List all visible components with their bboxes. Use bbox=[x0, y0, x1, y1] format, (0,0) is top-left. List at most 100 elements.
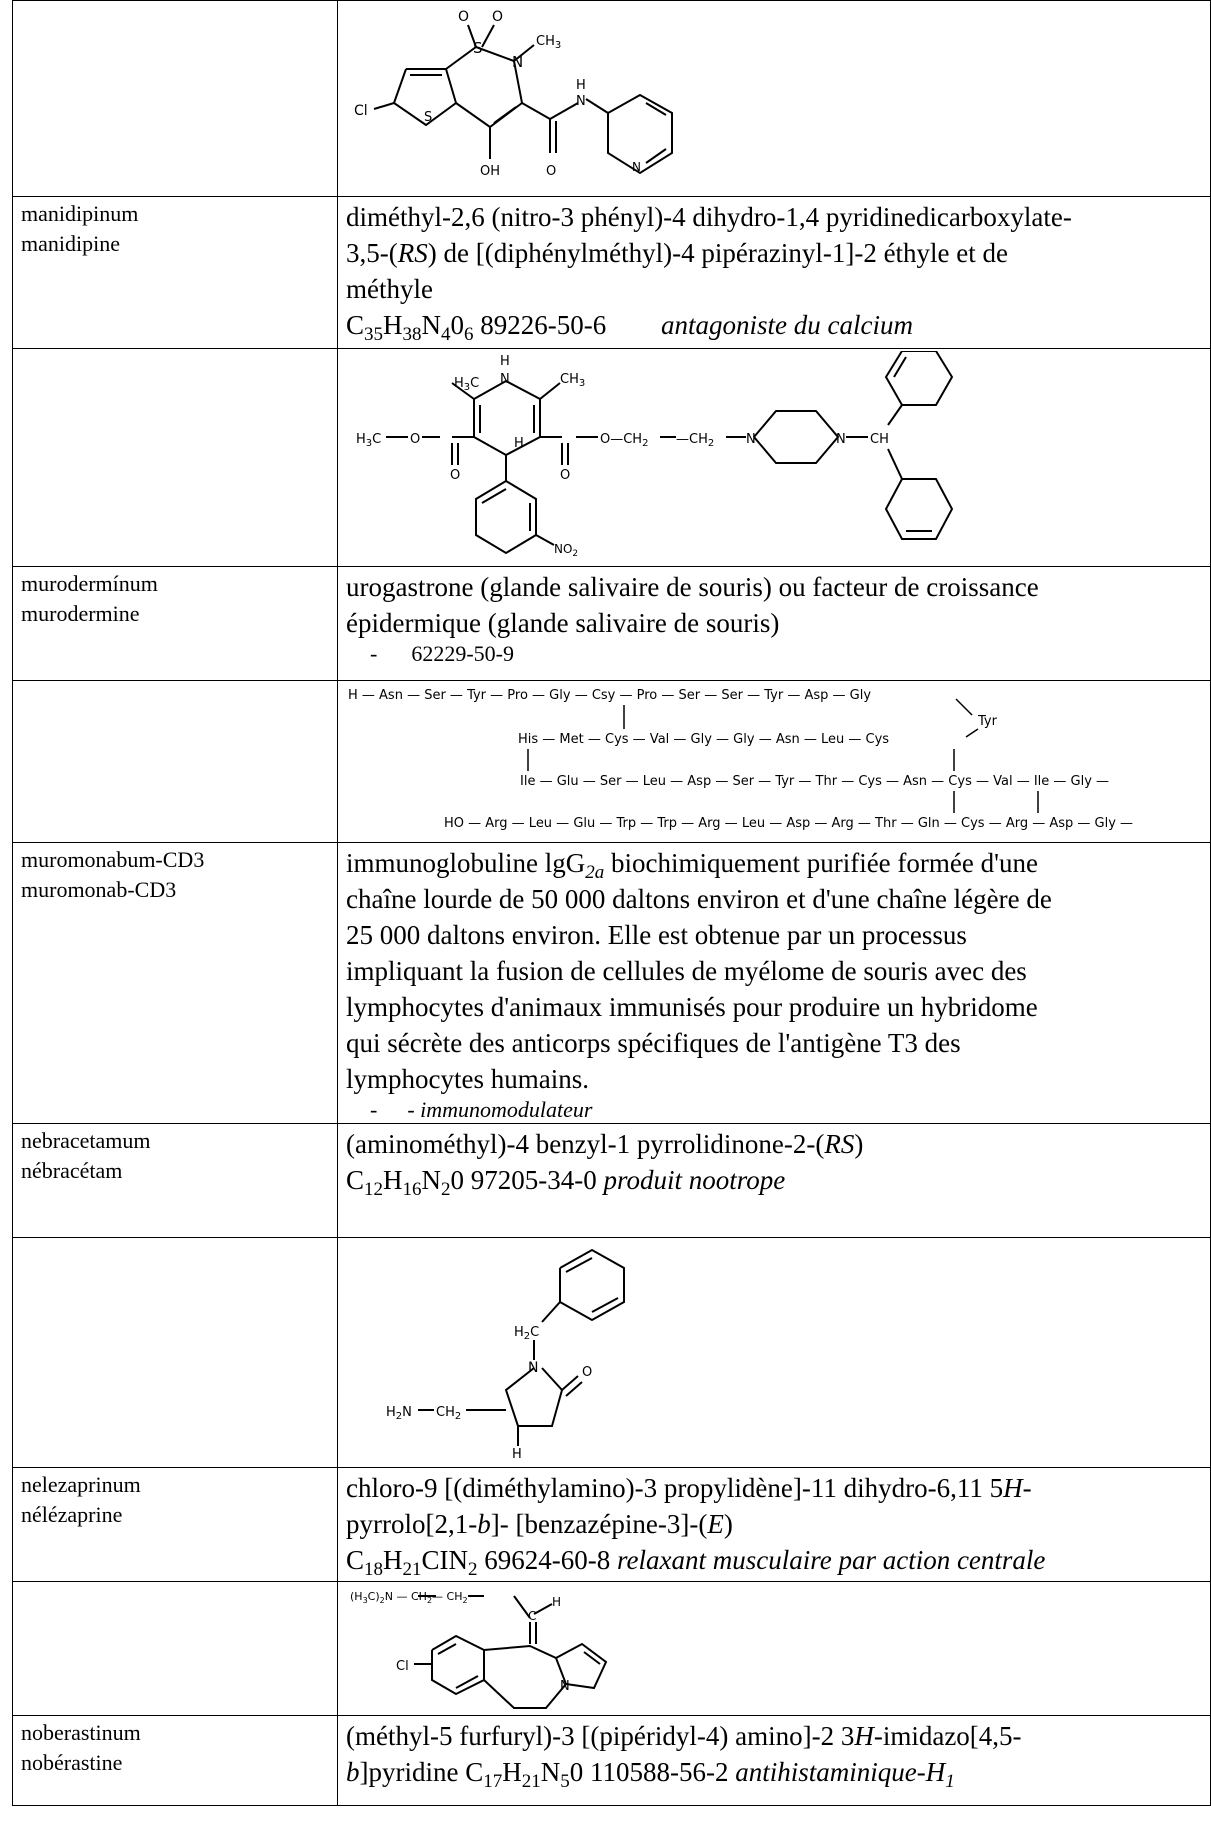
dimethylamino-label: (H3C)2N — CH2— CH2 bbox=[350, 1590, 468, 1605]
description-cell: immunoglobuline lgG2a biochimiquement pu… bbox=[337, 842, 1211, 1124]
latin-name: noberastinum bbox=[21, 1720, 141, 1745]
empty-name-cell bbox=[12, 0, 338, 197]
description-cell: urogastrone (glande salivaire de souris)… bbox=[337, 566, 1211, 681]
description-cell: chloro-9 [(diméthylamino)-3 propylidène]… bbox=[337, 1467, 1211, 1582]
methyl-label: H3C bbox=[454, 376, 479, 393]
chemical-name-line: méthyle bbox=[346, 274, 433, 304]
carbon-label: C bbox=[528, 1609, 536, 1623]
sequence-line: HO — Arg — Leu — Glu — Trp — Trp — Arg —… bbox=[444, 816, 1133, 831]
table-row: muromonabum-CD3 muromonab-CD3 immunoglob… bbox=[12, 842, 1211, 1124]
table-row: H3C H N CH3 H3C O O H O O—CH2 —CH2 N N C… bbox=[12, 348, 1211, 567]
hydrogen-label: H bbox=[576, 78, 586, 93]
chemical-name-line: b]pyridine C17H21N50 110588-56-2 antihis… bbox=[346, 1757, 955, 1792]
monograph-table: O O S N CH3 Cl S O H O H N N manidipinum … bbox=[12, 0, 1211, 1806]
activity-label: antagoniste du calcium bbox=[661, 310, 913, 340]
description-line: 25 000 daltons environ. Elle est obtenue… bbox=[346, 920, 967, 950]
chemical-structure-image: H2C N O H2N CH2 H bbox=[386, 1248, 625, 1460]
sequence-line: Ile — Glu — Ser — Leu — Asp — Ser — Tyr … bbox=[520, 774, 1109, 789]
table-row: nelezaprinum nélézaprine chloro-9 [(dimé… bbox=[12, 1467, 1211, 1582]
table-row: H — Asn — Ser — Tyr — Pro — Gly — Csy — … bbox=[12, 680, 1211, 843]
oxygen-label: O bbox=[450, 468, 460, 483]
table-row: nebracetamum nébracétam (aminométhyl)-4 … bbox=[12, 1123, 1211, 1238]
latin-name: nelezaprinum bbox=[21, 1472, 141, 1497]
hydrogen-label: H bbox=[514, 436, 524, 451]
activity-label: relaxant musculaire par action centrale bbox=[617, 1545, 1046, 1575]
hydrogen-label: H bbox=[552, 1595, 561, 1609]
nitrogen-label: N bbox=[576, 94, 586, 109]
chemical-structure-image: (H3C)2N — CH2— CH2 C H Cl N bbox=[350, 1590, 608, 1709]
table-row: (H3C)2N — CH2— CH2 C H Cl N bbox=[12, 1581, 1211, 1716]
french-name: muromonab-CD3 bbox=[21, 877, 177, 902]
sequence-line: His — Met — Cys — Val — Gly — Gly — Asn … bbox=[518, 732, 889, 747]
latin-name: nebracetamum bbox=[21, 1128, 151, 1153]
nitro-label: NO2 bbox=[554, 542, 578, 559]
methyl-label: H3C bbox=[356, 432, 381, 449]
cas-number: 89226-50-6 bbox=[480, 310, 607, 340]
table-row: noberastinum nobérastine (méthyl-5 furfu… bbox=[12, 1715, 1211, 1806]
description-cell: (aminométhyl)-4 benzyl-1 pyrrolidinone-2… bbox=[337, 1123, 1211, 1238]
nitrogen-label: N bbox=[746, 432, 756, 447]
description-line: immunoglobuline lgG2a biochimiquement pu… bbox=[346, 848, 1038, 883]
nitrogen-label: N bbox=[560, 1679, 570, 1694]
name-cell: nebracetamum nébracétam bbox=[12, 1123, 338, 1238]
french-name: murodermine bbox=[21, 601, 140, 626]
chemical-name-line: chloro-9 [(diméthylamino)-3 propylidène]… bbox=[346, 1473, 1032, 1503]
chemical-name-line: (méthyl-5 furfuryl)-3 [(pipéridyl-4) ami… bbox=[346, 1721, 1022, 1751]
description-cell: diméthyl-2,6 (nitro-3 phényl)-4 dihydro-… bbox=[337, 196, 1211, 349]
name-cell: muromonabum-CD3 muromonab-CD3 bbox=[12, 842, 338, 1124]
chemical-structure-image: O O S N CH3 Cl S OH O H N N bbox=[354, 9, 673, 179]
sulfur-label: S bbox=[473, 39, 483, 57]
latin-name: muromonabum-CD3 bbox=[21, 847, 205, 872]
chemical-name-line: pyrrolo[2,1-b]- [benzazépine-3]-(E) bbox=[346, 1509, 733, 1539]
empty-name-cell bbox=[12, 680, 338, 843]
empty-name-cell bbox=[12, 1237, 338, 1468]
french-name: manidipine bbox=[21, 231, 120, 256]
amine-label: H2N bbox=[386, 1405, 412, 1422]
cas-number: 69624-60-8 bbox=[484, 1545, 611, 1575]
sequence-residue: Tyr bbox=[977, 714, 998, 729]
methylene-label: H2C bbox=[514, 1325, 539, 1342]
nitrogen-label: N bbox=[528, 1360, 538, 1376]
activity-label: antihistaminique-H bbox=[735, 1757, 946, 1787]
ethylene-label: O—CH2 bbox=[600, 432, 648, 449]
chemical-name-line: 3,5-(RS) de [(diphénylméthyl)-4 pipérazi… bbox=[346, 238, 1009, 268]
nitrogen-label: N bbox=[500, 372, 510, 387]
activity-label: produit nootrope bbox=[603, 1165, 786, 1195]
chemical-name-line: (aminométhyl)-4 benzyl-1 pyrrolidinone-2… bbox=[346, 1129, 864, 1159]
oxygen-label: O bbox=[458, 9, 469, 25]
table-row: O O S N CH3 Cl S OH O H N N bbox=[12, 0, 1211, 197]
french-name: nébracétam bbox=[21, 1158, 123, 1183]
chlorine-label: Cl bbox=[354, 103, 368, 119]
empty-name-cell bbox=[12, 1581, 338, 1716]
structure-cell: (H3C)2N — CH2— CH2 C H Cl N bbox=[337, 1581, 1211, 1716]
nitrogen-label: N bbox=[512, 53, 523, 71]
french-name: nélézaprine bbox=[21, 1502, 123, 1527]
sequence-line: H — Asn — Ser — Tyr — Pro — Gly — Csy — … bbox=[348, 688, 871, 703]
chlorine-label: Cl bbox=[396, 1659, 409, 1674]
structure-cell: H3C H N CH3 H3C O O H O O—CH2 —CH2 N N C… bbox=[337, 348, 1211, 567]
description-line: lymphocytes d'animaux immunisés pour pro… bbox=[346, 992, 1038, 1022]
nitrogen-label: N bbox=[836, 432, 846, 447]
description-line: impliquant la fusion de cellules de myél… bbox=[346, 956, 1027, 986]
cas-line: -62229-50-9 bbox=[370, 641, 514, 666]
ethylene-label: —CH2 bbox=[676, 432, 714, 449]
name-cell: nelezaprinum nélézaprine bbox=[12, 1467, 338, 1582]
table-row: manidipinum manidipine diméthyl-2,6 (nit… bbox=[12, 196, 1211, 349]
description-line: qui sécrète des anticorps spécifiques de… bbox=[346, 1028, 961, 1058]
cas-number: 62229-50-9 bbox=[411, 641, 514, 666]
description-cell: (méthyl-5 furfuryl)-3 [(pipéridyl-4) ami… bbox=[337, 1715, 1211, 1806]
structure-cell: H — Asn — Ser — Tyr — Pro — Gly — Csy — … bbox=[337, 680, 1211, 843]
sulfur-label: S bbox=[424, 110, 432, 125]
cas-number: 97205-34-0 bbox=[470, 1165, 597, 1195]
oxygen-label: O bbox=[492, 9, 503, 25]
formula-line: C35H38N406 89226-50-6 antagoniste du cal… bbox=[346, 310, 913, 345]
table-row: murodermínum murodermine urogastrone (gl… bbox=[12, 566, 1211, 681]
methyl-label: CH3 bbox=[560, 372, 585, 389]
methyl-label: CH3 bbox=[536, 34, 561, 51]
oxygen-label: O bbox=[410, 432, 420, 447]
name-cell: murodermínum murodermine bbox=[12, 566, 338, 681]
hydrogen-label: H bbox=[500, 354, 510, 369]
description-line: chaîne lourde de 50 000 daltons environ … bbox=[346, 884, 1052, 914]
chemical-name-line: urogastrone (glande salivaire de souris)… bbox=[346, 572, 1039, 602]
methine-label: CH bbox=[870, 432, 889, 447]
